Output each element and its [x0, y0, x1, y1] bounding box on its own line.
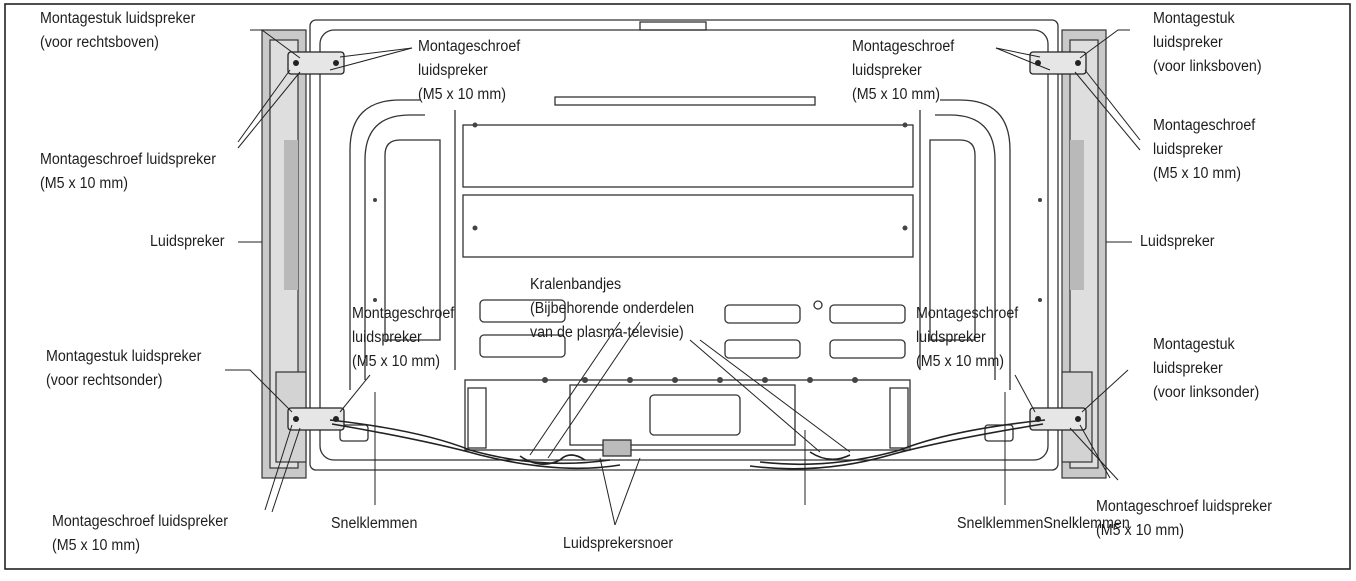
diagram-frame	[4, 3, 1351, 570]
label-line: Montageschroef	[1153, 117, 1256, 134]
leader-lines	[225, 29, 1141, 526]
label-clamps-right: SnelklemmenSnelklemmen	[957, 512, 1130, 536]
label-line: Montageschroef luidspreker	[1096, 498, 1272, 515]
label-line: (voor linksonder)	[1153, 384, 1260, 401]
label-line: luidspreker	[352, 329, 422, 346]
label-line: (voor rechtsonder)	[46, 372, 163, 389]
label-line: (M5 x 10 mm)	[418, 86, 506, 103]
label-line: Luidsprekersnoer	[563, 535, 674, 552]
label-line: (voor rechtsboven)	[40, 34, 159, 51]
label-line: van de plasma-televisie)	[530, 324, 684, 341]
label-line: Luidspreker	[150, 233, 225, 250]
label-line: luidspreker	[1153, 360, 1223, 377]
label-speaker-right: Luidspreker	[1140, 230, 1215, 254]
bracket-screws	[293, 60, 1081, 422]
label-line: Snelklemmen	[331, 515, 418, 532]
label-line: (M5 x 10 mm)	[916, 353, 1004, 370]
label-line: Montagestuk	[1153, 10, 1235, 27]
label-line: luidspreker	[1153, 34, 1223, 51]
label-bead-bands: Kralenbandjes (Bijbehorende onderdelen van…	[530, 273, 694, 345]
label-line: (M5 x 10 mm)	[852, 86, 940, 103]
label-line: (M5 x 10 mm)	[52, 537, 140, 554]
label-line: Kralenbandjes	[530, 276, 622, 293]
label-line: Montageschroef	[852, 38, 955, 55]
label-line: luidspreker	[418, 62, 488, 79]
label-line: (M5 x 10 mm)	[40, 175, 128, 192]
label-line: (M5 x 10 mm)	[1153, 165, 1241, 182]
screw-holes	[373, 122, 1042, 383]
label-line: Montageschroef	[916, 305, 1019, 322]
label-screw-top-center-right: Montageschroef luidspreker (M5 x 10 mm)	[852, 35, 954, 107]
label-line: (Bijbehorende onderdelen	[530, 300, 695, 317]
label-line: Montageschroef luidspreker	[40, 151, 216, 168]
label-line: Montagestuk luidspreker	[46, 348, 202, 365]
label-line: (voor linksboven)	[1153, 58, 1262, 75]
label-bracket-top-left: Montagestuk luidspreker (voor linksboven)	[1153, 7, 1262, 79]
label-screw-upper-left: Montageschroef luidspreker (M5 x 10 mm)	[40, 148, 216, 196]
label-bracket-bottom-left: Montagestuk luidspreker (voor linksonder)	[1153, 333, 1259, 405]
label-line: (M5 x 10 mm)	[352, 353, 440, 370]
label-line: Montagestuk luidspreker	[40, 10, 196, 27]
label-screw-top-center-left: Montageschroef luidspreker (M5 x 10 mm)	[418, 35, 520, 107]
label-line: (M5 x 10 mm)	[1096, 522, 1184, 539]
label-line: Montageschroef	[418, 38, 521, 55]
label-screw-bottom-right: Montageschroef luidspreker (M5 x 10 mm)	[1096, 495, 1272, 543]
label-screw-mid-left: Montageschroef luidspreker (M5 x 10 mm)	[352, 302, 454, 374]
label-screw-upper-right: Montageschroef luidspreker (M5 x 10 mm)	[1153, 114, 1255, 186]
tv-rear-panel	[309, 19, 1059, 471]
label-line: Montageschroef	[352, 305, 455, 322]
label-speaker-cord: Luidsprekersnoer	[563, 532, 673, 556]
mounting-brackets	[287, 51, 1087, 431]
label-clamps-left: Snelklemmen	[331, 512, 417, 536]
label-line: luidspreker	[916, 329, 986, 346]
label-screw-bottom-left: Montageschroef luidspreker (M5 x 10 mm)	[52, 510, 228, 558]
label-bracket-top-right: Montagestuk luidspreker (voor rechtsboven…	[40, 7, 195, 55]
label-line: Montageschroef luidspreker	[52, 513, 228, 530]
label-line: SnelklemmenSnelklemmen	[957, 515, 1130, 532]
right-speaker	[1061, 29, 1107, 479]
label-line: luidspreker	[852, 62, 922, 79]
label-line: Luidspreker	[1140, 233, 1215, 250]
label-bracket-bottom-right: Montagestuk luidspreker (voor rechtsonder…	[46, 345, 201, 393]
label-line: luidspreker	[1153, 141, 1223, 158]
label-line: Montagestuk	[1153, 336, 1235, 353]
label-screw-mid-right: Montageschroef luidspreker (M5 x 10 mm)	[916, 302, 1018, 374]
label-speaker-left: Luidspreker	[150, 230, 225, 254]
